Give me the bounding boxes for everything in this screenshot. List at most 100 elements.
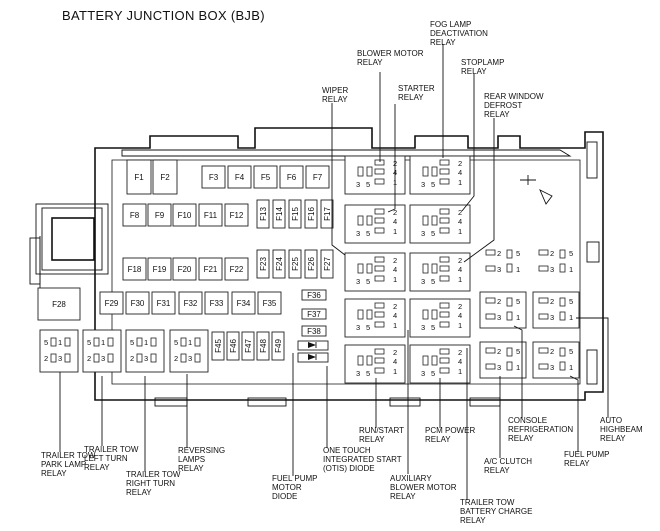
relay-pin: 1 xyxy=(393,367,397,376)
fuse-label: F35 xyxy=(263,299,277,308)
relay-pin: 2 xyxy=(174,354,178,363)
relay-pin: 1 xyxy=(458,321,462,330)
fuse-label: F8 xyxy=(130,211,140,220)
label-line: RUN/START xyxy=(359,426,404,435)
label-line: TRAILER TOW xyxy=(460,498,515,507)
label-line: RELAY xyxy=(508,434,534,443)
fuse-f28: F28 xyxy=(37,287,81,321)
relay-pin: 2 xyxy=(458,302,462,311)
fuse-f9: F9 xyxy=(147,203,172,227)
label-line: RELAY xyxy=(564,459,590,468)
fuse-f13: F13 xyxy=(256,199,270,229)
fuse-label: F23 xyxy=(259,257,268,271)
relay-pin: 5 xyxy=(569,347,573,356)
fuse-label: F31 xyxy=(157,299,171,308)
relay-pin: 2 xyxy=(458,256,462,265)
label-line: INTEGRATED START xyxy=(323,455,402,464)
fuse-f31: F31 xyxy=(151,291,176,315)
fuse-f25: F25 xyxy=(288,249,302,279)
fuse-label: F9 xyxy=(155,211,165,220)
relay-pin: 4 xyxy=(393,217,397,226)
label-line: RELAY xyxy=(425,435,451,444)
relay-pin: 5 xyxy=(87,338,91,347)
relay-pin: 3 xyxy=(497,363,501,372)
label-line: REVERSING xyxy=(178,446,225,455)
fuse-label: F28 xyxy=(52,300,66,309)
fuse-f14: F14 xyxy=(272,199,286,229)
fuse-f45: F45 xyxy=(211,331,225,361)
relay-pin: 4 xyxy=(458,357,462,366)
label-line: RELAY xyxy=(84,463,110,472)
relay-pin: 1 xyxy=(101,338,105,347)
fuse-label: F38 xyxy=(307,327,321,336)
fuse-f49: F49 xyxy=(271,331,285,361)
relay-pin: 1 xyxy=(58,338,62,347)
relay-pin: 5 xyxy=(431,277,435,286)
relay-pin: 5 xyxy=(431,323,435,332)
relay-pin: 1 xyxy=(144,338,148,347)
relay-pin: 1 xyxy=(393,227,397,236)
fuse-f27: F27 xyxy=(320,249,334,279)
relay-pin: 2 xyxy=(497,347,501,356)
label-line: FOG LAMP xyxy=(430,20,471,29)
relay-pin: 2 xyxy=(393,348,397,357)
fuse-f2: F2 xyxy=(152,159,178,195)
label-line: (OTIS) DIODE xyxy=(323,464,375,473)
relay-pin: 4 xyxy=(458,168,462,177)
relay-pin: 2 xyxy=(393,256,397,265)
relay-pin: 1 xyxy=(458,275,462,284)
label-line: REFRIGERATION xyxy=(508,425,573,434)
fuse-label: F21 xyxy=(204,265,218,274)
relay-pin: 1 xyxy=(458,227,462,236)
fuse-label: F12 xyxy=(230,211,244,220)
diodes xyxy=(297,340,329,363)
relay-pin: 4 xyxy=(393,311,397,320)
relay-pin: 3 xyxy=(101,354,105,363)
label-line: PARK LAMP xyxy=(41,460,86,469)
fuse-label: F33 xyxy=(210,299,224,308)
label-line: CONSOLE xyxy=(508,416,547,425)
fuse-f10: F10 xyxy=(172,203,197,227)
fuse-f15: F15 xyxy=(288,199,302,229)
label-line: RELAY xyxy=(430,38,456,47)
relay-pin: 5 xyxy=(569,249,573,258)
relay-pin: 2 xyxy=(44,354,48,363)
relay-pin: 2 xyxy=(393,302,397,311)
fuse-f4: F4 xyxy=(227,165,252,189)
fuse-label: F17 xyxy=(323,207,332,221)
relay-pin: 2 xyxy=(130,354,134,363)
relay-pin: 2 xyxy=(550,347,554,356)
fuse-f22: F22 xyxy=(224,257,249,281)
relay-pin: 5 xyxy=(174,338,178,347)
fuse-f7: F7 xyxy=(305,165,330,189)
fuse-label: F14 xyxy=(275,207,284,221)
label-line: PCM POWER xyxy=(425,426,475,435)
relay-pin: 3 xyxy=(497,265,501,274)
label-line: RELAY xyxy=(460,516,486,525)
label-line: STARTER xyxy=(398,84,435,93)
fuse-label: F26 xyxy=(307,257,316,271)
label-line: BLOWER MOTOR xyxy=(357,49,424,58)
relay-pin: 3 xyxy=(421,229,425,238)
relay-pin: 1 xyxy=(188,338,192,347)
fuse-label: F30 xyxy=(131,299,145,308)
fuse-label: F13 xyxy=(259,207,268,221)
fuse-f8: F8 xyxy=(122,203,147,227)
fuse-label: F4 xyxy=(235,173,245,182)
diagram-title: BATTERY JUNCTION BOX (BJB) xyxy=(62,8,265,23)
